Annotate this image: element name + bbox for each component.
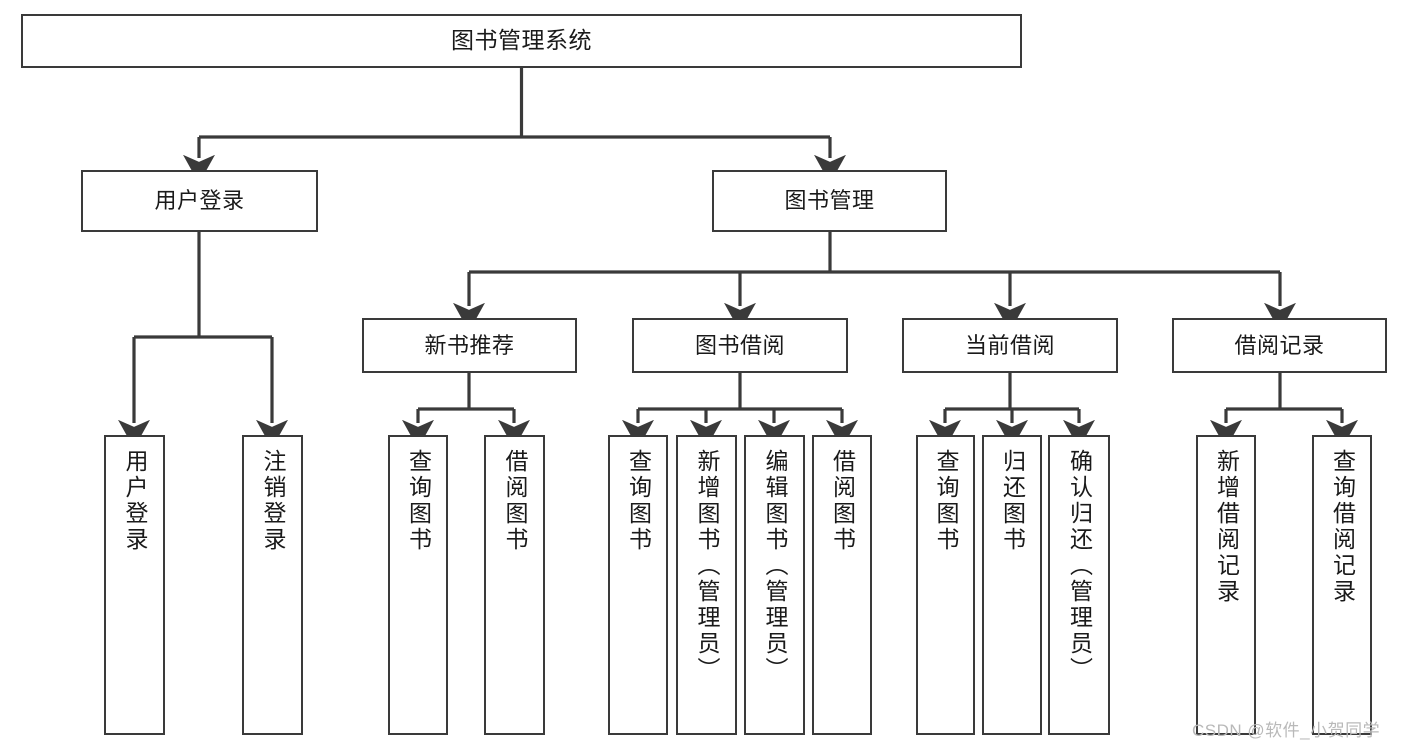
- node-label: 新书推荐: [424, 332, 515, 358]
- node-label: 用户登录: [154, 188, 245, 214]
- leaf-logout[interactable]: 注销登录: [242, 435, 303, 735]
- leaf-add-book-admin[interactable]: 新增图书（管理员）: [676, 435, 737, 735]
- node-label: 当前借阅: [964, 332, 1055, 358]
- leaf-edit-book-admin[interactable]: 编辑图书（管理员）: [744, 435, 805, 735]
- leaf-user-login[interactable]: 用户登录: [104, 435, 165, 735]
- node-label: 用户登录: [122, 449, 148, 553]
- node-label: 注销登录: [260, 449, 286, 553]
- node-label: 新增借阅记录: [1213, 449, 1240, 605]
- node-label: 确认归还（管理员）: [1066, 449, 1093, 683]
- leaf-query-borrow-record[interactable]: 查询借阅记录: [1312, 435, 1372, 735]
- node-label: 借阅图书: [829, 449, 856, 553]
- node-user-login[interactable]: 用户登录: [81, 170, 318, 232]
- leaf-query-book-recommend[interactable]: 查询图书: [388, 435, 448, 735]
- node-label: 归还图书: [999, 449, 1026, 553]
- leaf-borrow-book-recommend[interactable]: 借阅图书: [484, 435, 545, 735]
- node-label: 图书管理: [784, 188, 875, 214]
- leaf-query-book-borrow[interactable]: 查询图书: [608, 435, 668, 735]
- node-label: 新增图书（管理员）: [694, 449, 720, 683]
- node-label: 查询图书: [405, 449, 432, 553]
- node-borrow-record[interactable]: 借阅记录: [1172, 318, 1387, 373]
- leaf-confirm-return-admin[interactable]: 确认归还（管理员）: [1048, 435, 1110, 735]
- node-label: 查询图书: [625, 449, 652, 553]
- csdn-watermark: CSDN @软件_小贺同学: [1192, 721, 1381, 740]
- node-book-management[interactable]: 图书管理: [712, 170, 947, 232]
- node-label: 图书管理系统: [451, 27, 592, 54]
- node-label: 查询借阅记录: [1329, 449, 1356, 605]
- node-label: 图书借阅: [694, 332, 785, 358]
- node-label: 借阅记录: [1234, 332, 1325, 358]
- leaf-return-book[interactable]: 归还图书: [982, 435, 1042, 735]
- node-label: 借阅图书: [502, 449, 528, 553]
- leaf-add-borrow-record[interactable]: 新增借阅记录: [1196, 435, 1256, 735]
- node-current-borrow[interactable]: 当前借阅: [902, 318, 1118, 373]
- leaf-borrow-book[interactable]: 借阅图书: [812, 435, 872, 735]
- node-root[interactable]: 图书管理系统: [21, 14, 1022, 68]
- node-new-book-recommend[interactable]: 新书推荐: [362, 318, 577, 373]
- node-label: 编辑图书（管理员）: [762, 449, 788, 683]
- leaf-query-book-current[interactable]: 查询图书: [916, 435, 975, 735]
- node-label: 查询图书: [933, 449, 959, 553]
- node-book-borrow[interactable]: 图书借阅: [632, 318, 848, 373]
